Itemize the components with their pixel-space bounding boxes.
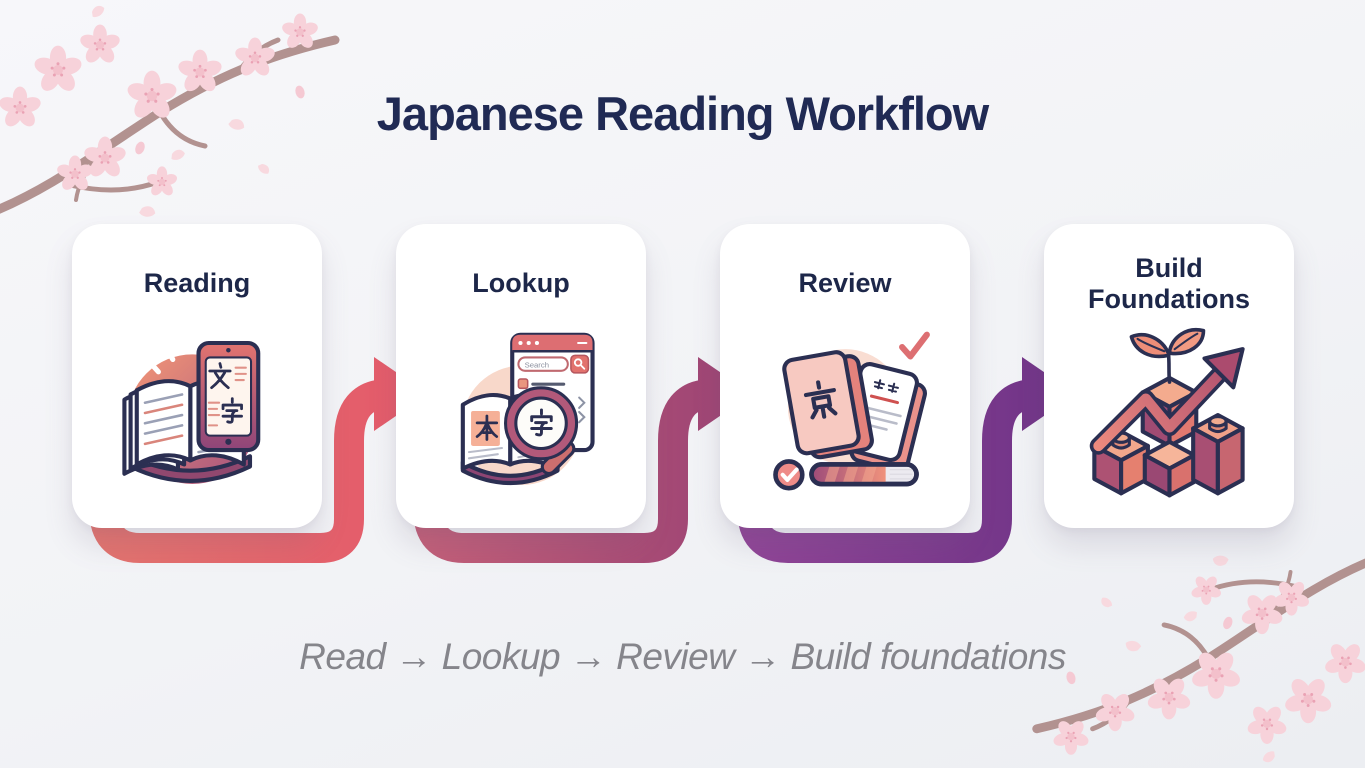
step-card-review: Review [720, 224, 970, 528]
step-title-lookup: Lookup [472, 268, 570, 299]
progress-check-circle [772, 459, 805, 491]
step-card-build-foundations: Build Foundations [1044, 224, 1294, 528]
kanji-bun-glyph [207, 362, 232, 390]
step-title-build-foundations: Build Foundations [1088, 252, 1250, 314]
flashcards-progress-icon [758, 324, 933, 502]
step-card-reading: Reading [72, 224, 322, 528]
growth-arrowhead [1201, 347, 1245, 390]
dictionary-magnifier-icon: Search [434, 324, 609, 502]
step-title-reading: Reading [143, 268, 251, 299]
book-and-tablet-icon [110, 324, 285, 502]
workflow-summary-caption: Read → Lookup → Review → Build foundatio… [299, 636, 1066, 677]
check-mark-icon [898, 331, 930, 360]
step-card-lookup: Lookup Search [396, 224, 646, 528]
step-title-review: Review [798, 268, 892, 299]
page-title: Japanese Reading Workflow [376, 87, 989, 140]
search-input-label: Search [524, 361, 548, 370]
blocks-growth-icon [1082, 324, 1257, 502]
